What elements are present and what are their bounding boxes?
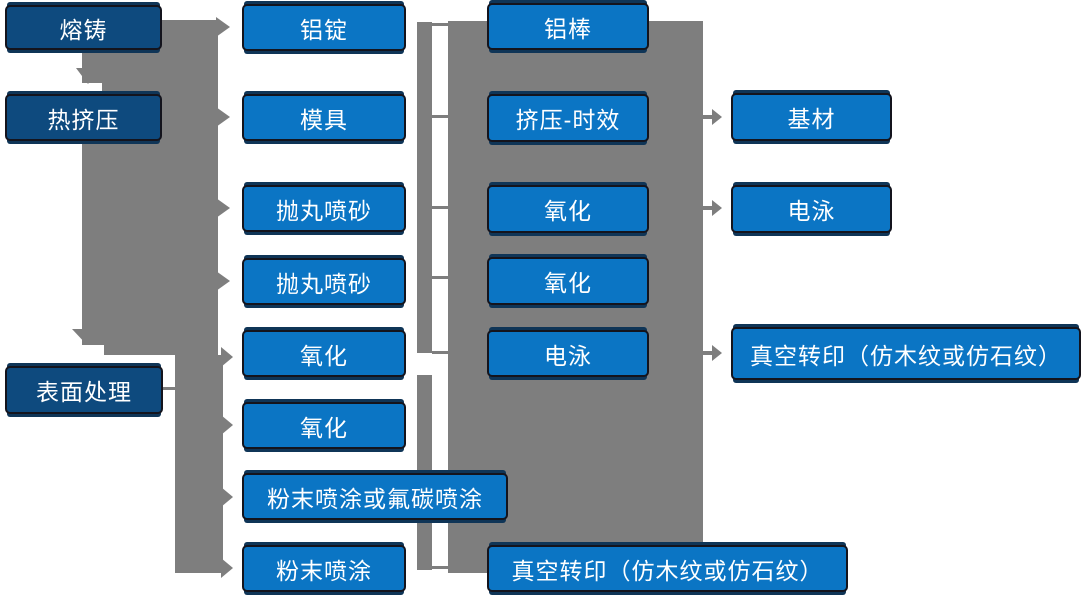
flow-box-aluminum-rod: 铝棒	[487, 3, 649, 50]
right-arrow-icon	[216, 271, 230, 291]
right-arrow-icon	[712, 345, 722, 361]
connector-tick	[432, 351, 450, 354]
down-arrow-icon	[76, 68, 100, 84]
flow-box-electrophoresis-1: 电泳	[487, 330, 649, 377]
flow-box-powder-coating: 粉末喷涂	[242, 545, 406, 592]
right-arrow-icon	[216, 107, 230, 127]
flow-box-surface-treatment: 表面处理	[5, 366, 163, 414]
flow-box-oxidation-b: 氧化	[242, 402, 406, 449]
right-arrow-icon	[712, 200, 722, 216]
flow-box-vacuum-transfer-print-bottom: 真空转印（仿木纹或仿石纹）	[487, 545, 848, 592]
flow-box-shot-blasting-2: 抛丸喷砂	[242, 258, 406, 305]
connector-tick	[432, 276, 450, 279]
right-arrow-icon	[221, 415, 233, 435]
right-arrow-icon	[216, 198, 230, 218]
flow-box-hot-extrusion: 热挤压	[5, 94, 162, 141]
flow-box-mold: 模具	[242, 94, 406, 141]
flow-box-oxidation-c: 氧化	[487, 185, 649, 233]
connector-tick	[432, 23, 450, 26]
connector-left-band-lower	[175, 355, 223, 573]
right-arrow-icon	[712, 109, 722, 125]
flow-box-electrophoresis-2: 电泳	[731, 185, 892, 233]
connector-mid-rail-upper	[417, 22, 432, 353]
right-arrow-icon	[221, 487, 233, 507]
flow-box-oxidation-a: 氧化	[242, 330, 406, 377]
flow-box-vacuum-transfer-print-right: 真空转印（仿木纹或仿石纹）	[731, 327, 1081, 380]
connector-mid-rail-lower	[417, 375, 432, 570]
connector-stub	[703, 206, 713, 210]
connector-gap	[74, 83, 102, 93]
connector-tick	[432, 115, 450, 118]
flow-box-powder-or-fluorocarbon-coating: 粉末喷涂或氟碳喷涂	[242, 473, 508, 520]
down-arrow-icon	[72, 329, 102, 345]
connector-tick	[432, 206, 450, 209]
right-arrow-icon	[216, 17, 230, 37]
connector-stub	[703, 351, 713, 355]
flow-box-melting-casting: 熔铸	[5, 5, 162, 50]
connector-left-band	[82, 20, 218, 355]
flow-box-oxidation-d: 氧化	[487, 257, 649, 305]
flow-box-aluminum-ingot: 铝锭	[242, 4, 406, 51]
right-arrow-icon	[221, 347, 233, 367]
flow-box-extrusion-aging: 挤压-时效	[487, 94, 649, 142]
connector-stub	[703, 115, 713, 119]
flow-box-shot-blasting-1: 抛丸喷砂	[242, 185, 406, 232]
flow-box-base-material: 基材	[731, 93, 892, 141]
connector-tick	[432, 566, 450, 569]
connector-surface-treatment-line	[163, 387, 176, 390]
connector-gap	[70, 345, 104, 356]
right-arrow-icon	[221, 558, 233, 578]
